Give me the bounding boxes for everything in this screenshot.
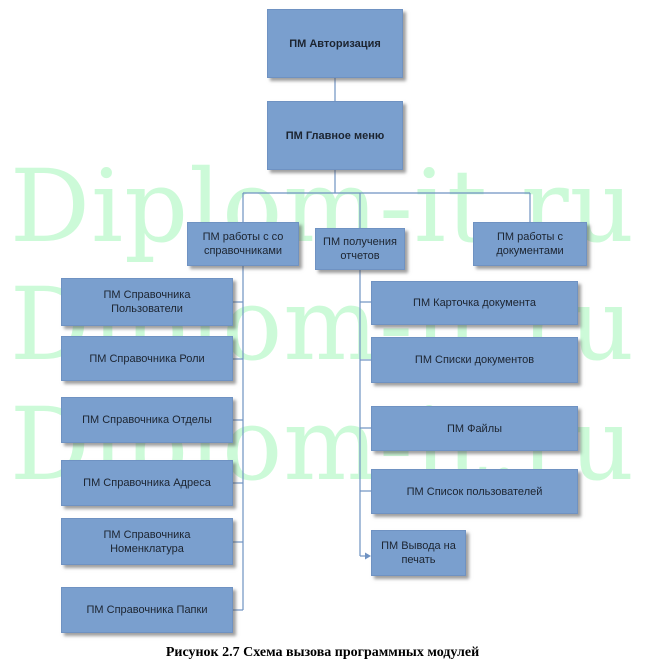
figure-caption: Рисунок 2.7 Схема вызова программных мод…: [165, 645, 480, 660]
node-doc-lists: ПМ Списки документов: [371, 337, 578, 383]
node-doc-card: ПМ Карточка документа: [371, 281, 578, 325]
node-main-menu: ПМ Главное меню: [267, 101, 403, 170]
node-dir-departments: ПМ Справочника Отделы: [61, 397, 233, 443]
node-reports: ПМ получения отчетов: [315, 228, 405, 270]
node-print-output: ПМ Вывода на печать: [371, 530, 466, 576]
node-auth: ПМ Авторизация: [267, 9, 403, 78]
node-dir-folders: ПМ Справочника Папки: [61, 587, 233, 633]
node-dir-nomenclature: ПМ Справочника Номенклатура: [61, 518, 233, 565]
node-dir-roles: ПМ Справочника Роли: [61, 336, 233, 381]
node-doc-files: ПМ Файлы: [371, 406, 578, 451]
arrowhead-print-output: [365, 552, 371, 560]
node-directories: ПМ работы с со справочниками: [187, 222, 299, 266]
node-dir-users: ПМ Справочника Пользователи: [61, 278, 233, 326]
node-dir-addresses: ПМ Справочника Адреса: [61, 460, 233, 506]
node-user-list: ПМ Список пользователей: [371, 469, 578, 514]
node-documents: ПМ работы с документами: [473, 222, 587, 266]
